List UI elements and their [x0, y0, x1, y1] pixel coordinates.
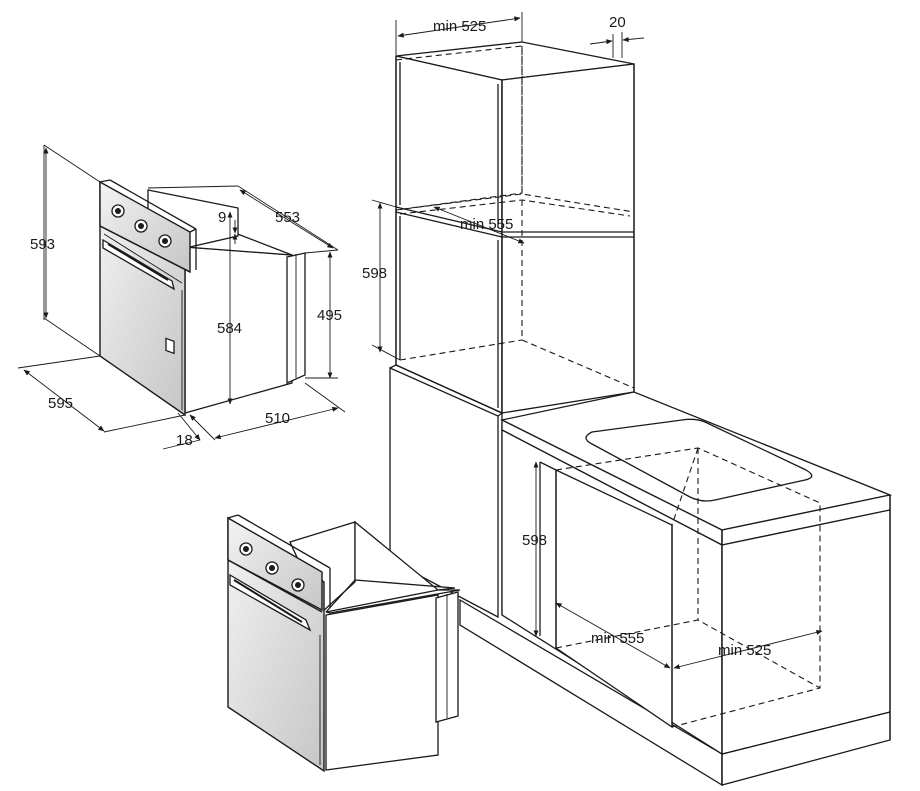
upper-width-label: min 525 — [433, 18, 486, 35]
lower-height-label: 598 — [522, 532, 547, 549]
oven-height-label: 593 — [30, 236, 55, 253]
body-depth-label: 510 — [265, 410, 290, 427]
tall-cabinet-upper: min 525 20 min 555 598 — [362, 12, 645, 415]
top-offset-label: 9 — [218, 209, 226, 226]
countertop-cabinet: 598 min 555 min 525 — [459, 391, 893, 787]
oven-depth-label: 553 — [275, 209, 300, 226]
oven-dimension-view: 593 595 18 510 584 9 553 495 — [17, 144, 346, 450]
body-height-label: 495 — [317, 307, 342, 324]
oven-width-label: 595 — [48, 395, 73, 412]
inner-height-label: 584 — [217, 320, 242, 337]
oven-insertion-view — [227, 514, 461, 773]
side-gap-label: 20 — [609, 14, 626, 31]
front-thickness-label: 18 — [176, 432, 193, 449]
hob-cutout — [585, 418, 813, 502]
lower-width-label: min 525 — [718, 642, 771, 659]
upper-depth-label: min 555 — [460, 216, 513, 233]
upper-height-label: 598 — [362, 265, 387, 282]
lower-depth-label: min 555 — [591, 630, 644, 647]
